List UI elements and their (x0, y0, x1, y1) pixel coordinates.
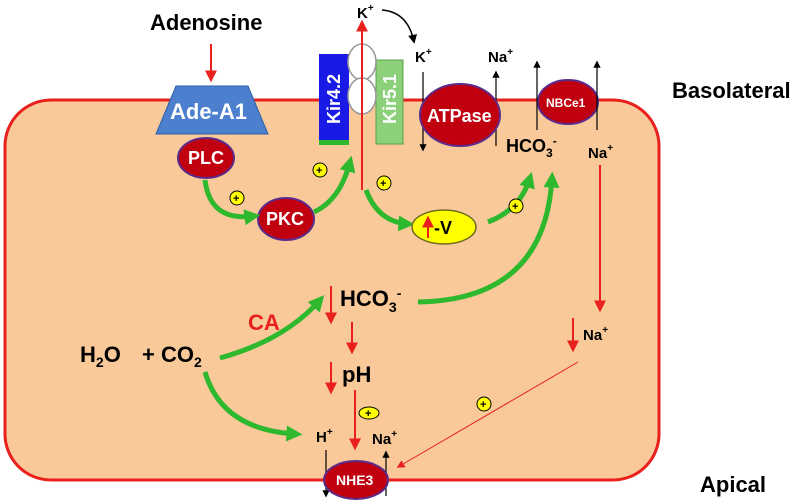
hco3-nbc-label: HCO3- (506, 134, 557, 160)
h-plus-label: H+ (316, 427, 333, 446)
plus-marker-ph-nhe3: + (358, 406, 380, 420)
co2-to-hco3-arrow (219, 295, 325, 361)
pkc-to-kir-arrow (312, 155, 356, 215)
svg-text:+: + (512, 201, 518, 213)
ade-a1-receptor (155, 85, 269, 135)
plus-marker-pkc-kir: + (312, 162, 328, 178)
kir51-label: Kir5.1 (380, 74, 400, 124)
ca-label: CA (248, 310, 280, 335)
plc-label: PLC (188, 148, 224, 168)
negv-label: -V (434, 218, 452, 238)
svg-text:+: + (480, 399, 486, 411)
kir51-channel (375, 59, 404, 145)
adenosine-label: Adenosine (150, 10, 262, 35)
svg-text:+: + (365, 408, 371, 420)
k-in-label: K+ (415, 47, 432, 66)
kir42-label: Kir4.2 (324, 74, 344, 124)
nhe3-exchanger (323, 460, 389, 500)
plus-marker-plc-pkc: + (229, 190, 245, 206)
basolateral-label: Basolateral (672, 78, 791, 103)
svg-text:+: + (380, 178, 386, 190)
nbce1-label: NBCe1 (546, 96, 586, 110)
nhe3-label: NHE3 (336, 472, 374, 488)
kir-to-negv-arrow (363, 189, 415, 232)
co2-label: + CO2 (142, 342, 202, 370)
plus-marker-kir-negv: + (376, 175, 392, 191)
h2o-label: H2O (80, 342, 121, 370)
atpase-label: ATPase (427, 106, 492, 126)
ade-a1-label: Ade-A1 (170, 99, 247, 124)
na-apical-label: Na+ (372, 429, 397, 448)
na-mid-label: Na+ (583, 325, 608, 344)
k-recycle-arrow (381, 9, 417, 44)
kir42-channel (319, 54, 349, 144)
k-ext-label: K+ (357, 3, 374, 22)
nbce1-transporter (537, 79, 599, 125)
svg-text:+: + (316, 165, 322, 177)
pkc-label: PKC (266, 209, 304, 229)
na-to-nhe3-arrow (396, 361, 579, 468)
hco3-mid-label: HCO3- (340, 285, 402, 315)
atpase-pump (419, 83, 501, 147)
svg-text:+: + (233, 193, 239, 205)
plus-marker-na-nhe3: + (476, 396, 492, 412)
na-atpase-label: Na+ (488, 47, 513, 66)
hco3-to-nbce1-arrow (417, 171, 560, 305)
ph-label: pH (342, 362, 371, 387)
plc-to-pkc-arrow (202, 179, 261, 226)
plc-enzyme (177, 137, 235, 179)
na-nbc-label: Na+ (588, 143, 613, 162)
co2-to-h-arrow (202, 371, 303, 442)
plus-marker-negv-nbce1: + (508, 198, 524, 214)
apical-label: Apical (700, 472, 766, 497)
kir42-base (319, 140, 349, 145)
